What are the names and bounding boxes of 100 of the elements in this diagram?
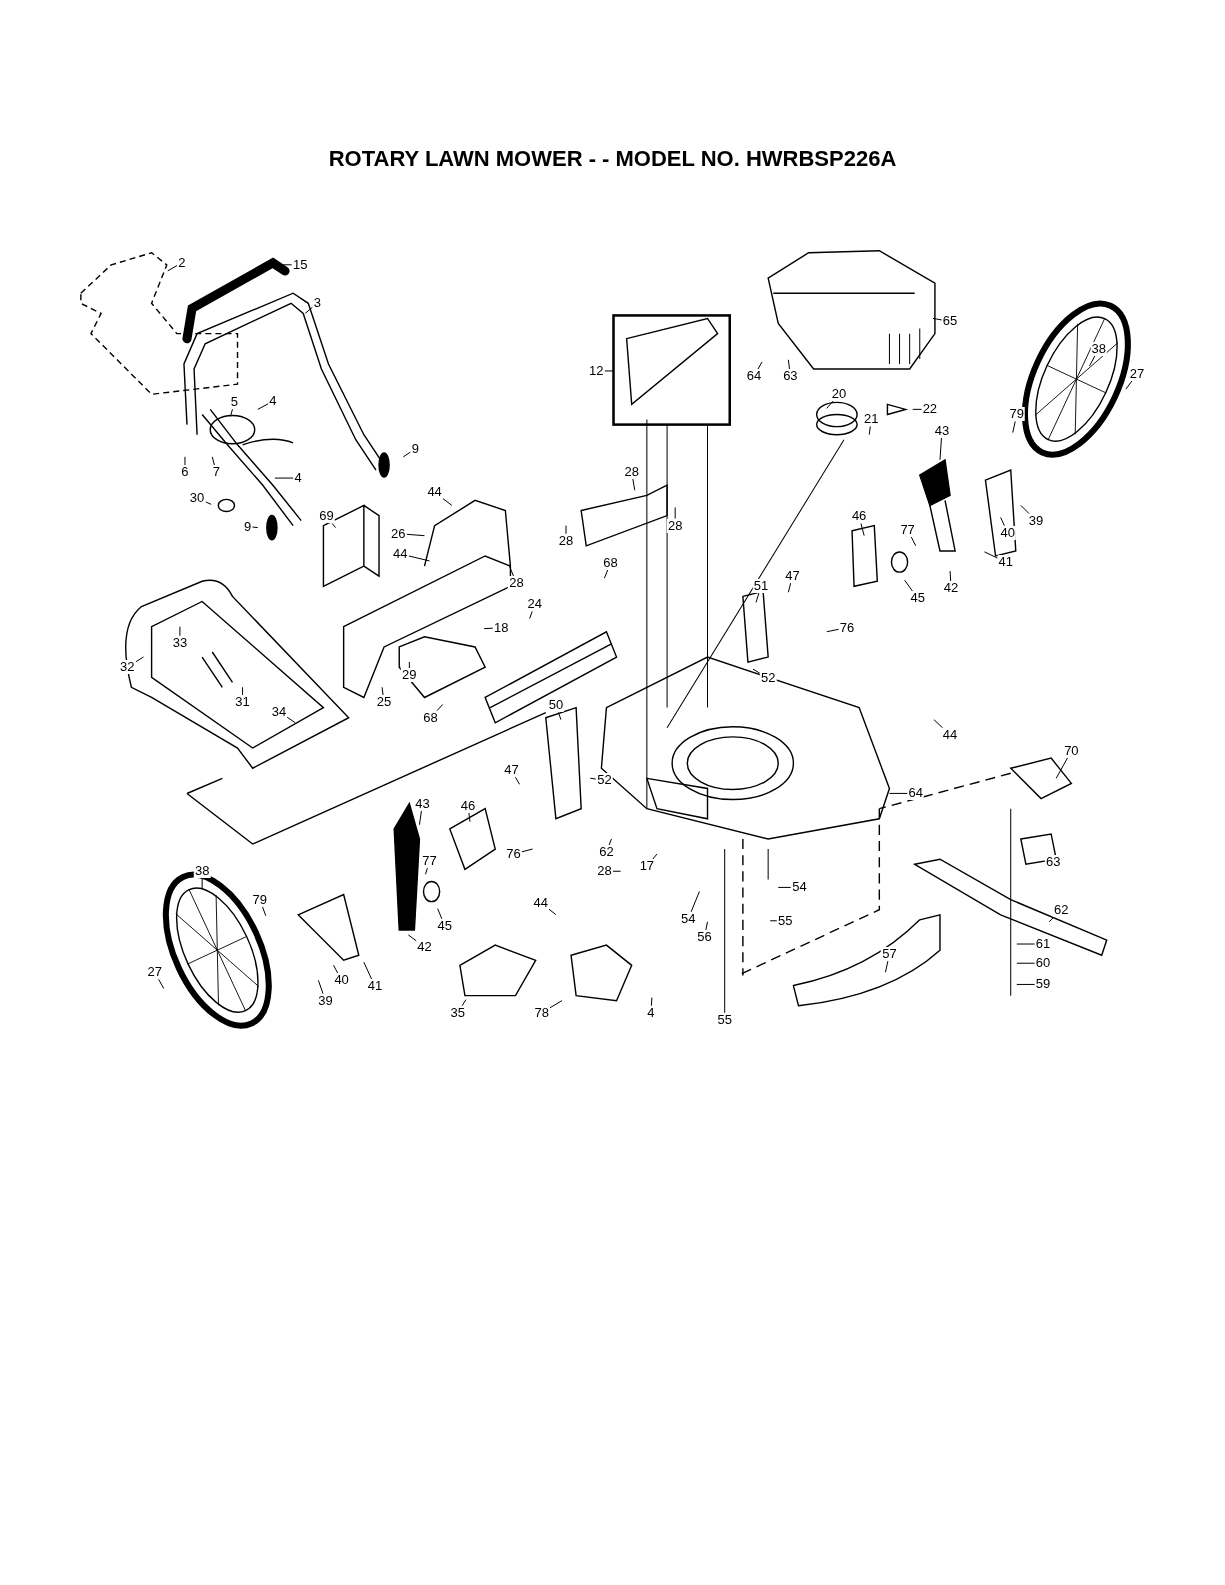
leader-line <box>405 533 425 537</box>
leader-line <box>777 886 792 888</box>
leader-line <box>612 870 622 872</box>
leader-line <box>826 628 840 633</box>
callout-number: 68 <box>422 710 439 725</box>
leader-line <box>1055 757 1068 779</box>
leader-line <box>204 501 212 505</box>
callout-number: 15 <box>291 257 309 272</box>
leader-line <box>674 506 676 520</box>
callout-number: 55 <box>777 913 794 928</box>
callout-number: 41 <box>997 554 1014 569</box>
leader-line <box>1016 962 1036 964</box>
leader-line <box>549 1000 563 1009</box>
callout-number: 44 <box>941 727 959 742</box>
callout-number: 70 <box>1063 743 1080 758</box>
callout-number: 28 <box>623 465 640 479</box>
callout-number: 79 <box>1008 407 1025 422</box>
leader-line <box>229 408 233 417</box>
callout-number: 28 <box>557 533 575 548</box>
leader-line <box>1012 420 1016 434</box>
leader-line <box>251 526 259 529</box>
leader-line <box>632 478 636 491</box>
leader-line <box>910 536 917 547</box>
callout-number: 44 <box>392 546 409 561</box>
callout-number: 68 <box>602 555 619 570</box>
leader-line <box>211 456 215 466</box>
leader-line <box>408 661 410 669</box>
callout-number: 35 <box>449 1005 467 1020</box>
callout-number: 6 <box>180 465 190 479</box>
leader-line <box>436 704 444 712</box>
leader-line <box>286 716 296 724</box>
callout-number: 64 <box>907 786 924 801</box>
callout-number: 78 <box>533 1005 550 1020</box>
leader-line <box>904 579 914 592</box>
leader-line <box>724 1005 726 1014</box>
callout-number: 44 <box>532 895 549 910</box>
leader-line <box>201 877 203 890</box>
callout-number: 62 <box>1053 902 1070 917</box>
leader-line <box>514 776 520 785</box>
leader-line <box>752 668 761 674</box>
leader-line <box>1125 380 1133 390</box>
callout-number: 77 <box>899 522 916 537</box>
callout-number: 39 <box>1027 513 1045 528</box>
leader-line <box>242 686 244 696</box>
callout-number: 76 <box>838 620 856 635</box>
leader-line <box>608 838 612 846</box>
leader-line <box>884 960 889 973</box>
callout-number: 69 <box>318 509 335 524</box>
leader-line <box>317 979 324 995</box>
leader-line <box>407 934 417 942</box>
leader-line <box>418 810 422 826</box>
callout-number: 43 <box>414 796 431 811</box>
leader-line <box>983 551 998 559</box>
leader-line <box>1089 355 1096 367</box>
leader-line <box>407 555 431 562</box>
callout-number: 2 <box>177 255 187 270</box>
leader-line <box>381 686 384 696</box>
leader-line <box>557 712 562 721</box>
callout-number: 12 <box>588 363 605 378</box>
leader-line <box>565 525 567 535</box>
callout-number: 38 <box>1090 341 1107 356</box>
leader-line <box>167 264 178 272</box>
leader-line <box>331 522 337 529</box>
leader-line <box>425 867 428 875</box>
leader-line <box>1048 916 1055 923</box>
callout-number: 44 <box>426 485 443 500</box>
leader-line <box>912 408 923 410</box>
callout-number: 27 <box>1128 366 1146 381</box>
leader-line <box>932 317 943 321</box>
leader-line <box>589 777 597 780</box>
leader-line <box>755 592 760 603</box>
callout-number: 26 <box>390 526 407 541</box>
callout-number: 18 <box>493 620 510 635</box>
callout-number: 54 <box>680 911 697 926</box>
diagram-title: ROTARY LAWN MOWER - - MODEL NO. HWRBSP226A <box>327 146 898 172</box>
leader-line <box>1020 504 1030 514</box>
callout-number: 51 <box>752 579 770 594</box>
leader-line <box>461 999 467 1007</box>
leader-line <box>442 498 453 506</box>
leader-line <box>304 306 314 314</box>
callout-number: 43 <box>933 423 951 438</box>
leader-line <box>1000 517 1005 527</box>
callout-number: 61 <box>1034 937 1052 951</box>
callout-number: 9 <box>410 441 420 456</box>
callout-number: 50 <box>547 698 565 713</box>
callout-number: 32 <box>119 660 136 675</box>
leader-line <box>402 451 412 458</box>
leader-line <box>787 582 792 593</box>
leader-line <box>179 626 181 637</box>
leader-line <box>604 370 614 372</box>
leader-line <box>158 978 165 989</box>
callout-number: 38 <box>193 864 211 879</box>
leader-line <box>949 570 952 582</box>
callout-number: 40 <box>999 525 1016 540</box>
callout-number: 79 <box>251 892 268 907</box>
callout-number: 9 <box>243 519 253 534</box>
leader-line <box>363 961 373 980</box>
callout-number: 45 <box>436 918 453 933</box>
leader-line <box>548 908 557 916</box>
callout-number: 7 <box>211 465 221 479</box>
